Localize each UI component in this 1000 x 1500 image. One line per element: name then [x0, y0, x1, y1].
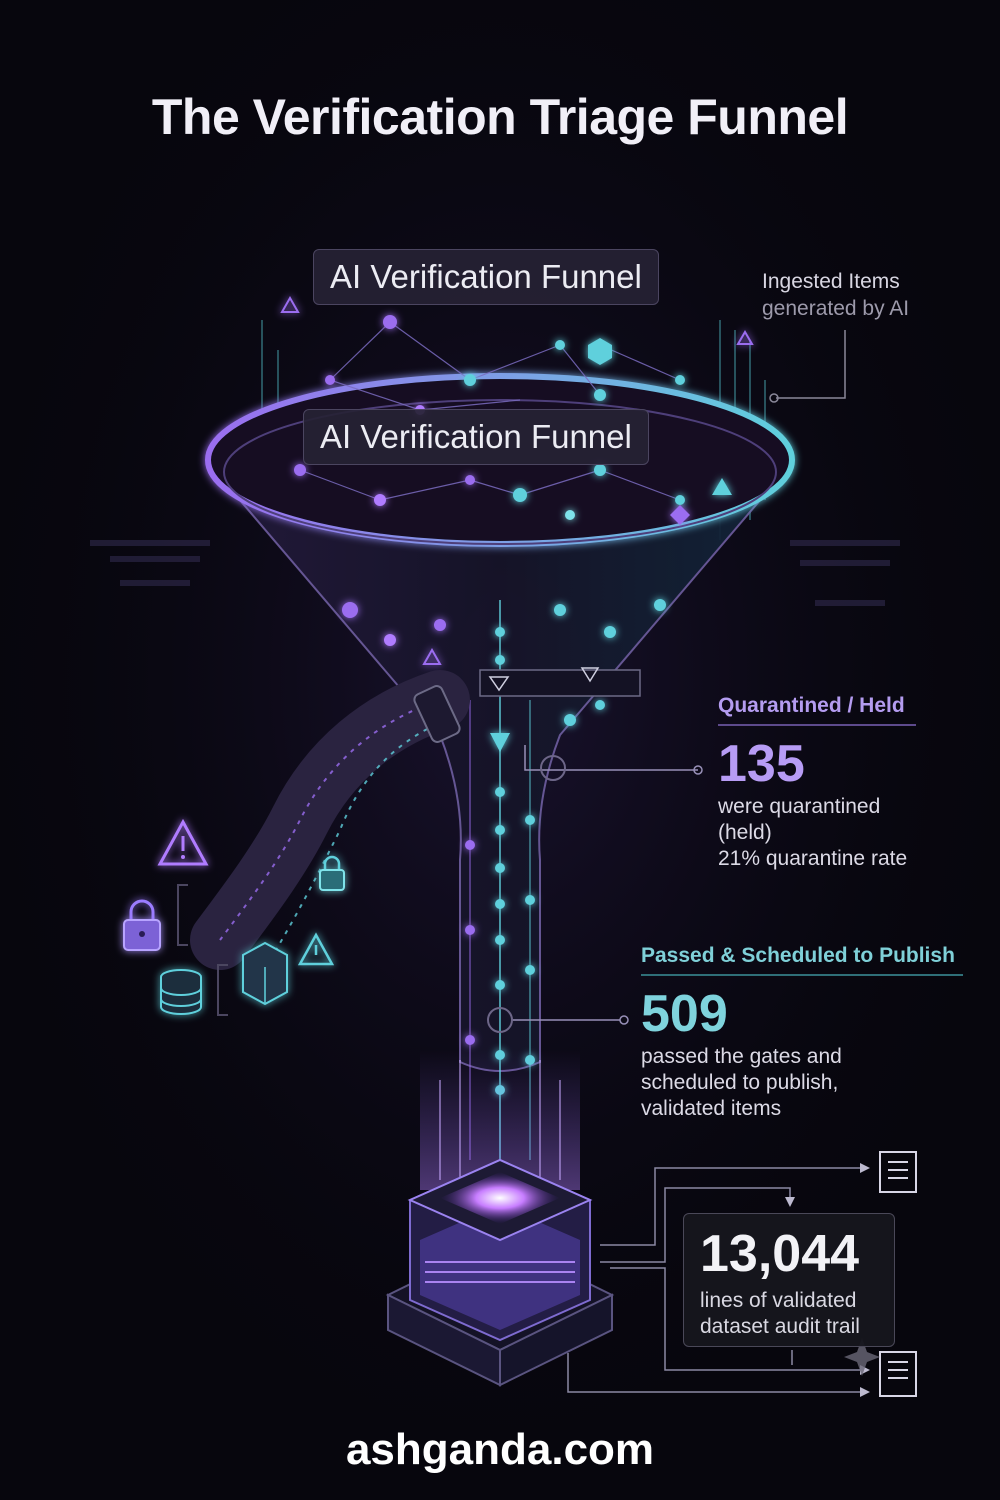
passed-desc-2: scheduled to publish, [641, 1071, 839, 1094]
ingested-items-label: Ingested Items generated by AI [762, 268, 909, 322]
audit-desc-1: lines of validated [700, 1289, 857, 1312]
warning-icon [157, 818, 209, 866]
quarantine-pipe [190, 670, 470, 970]
passed-heading: Passed & Scheduled to Publish [641, 944, 963, 976]
audit-desc: lines of validated dataset audit trail [700, 1288, 878, 1340]
verification-gate [479, 667, 641, 697]
small-warning-icon [297, 932, 335, 966]
quarantined-heading: Quarantined / Held [718, 694, 916, 726]
passed-connector [487, 1007, 629, 1033]
beam-lines [439, 1060, 561, 1180]
document-icon-bottom [879, 1351, 917, 1397]
validated-storage-core [385, 1158, 615, 1387]
quarantined-value: 135 [718, 735, 805, 793]
quarantined-desc-1: were quarantined (held) [718, 795, 881, 844]
passed-desc-3: validated items [641, 1097, 782, 1120]
passed-value: 509 [641, 985, 728, 1043]
audit-trail-card: 13,044 lines of validated dataset audit … [683, 1213, 895, 1347]
quarantined-connector [524, 745, 703, 781]
ingested-subtitle: generated by AI [762, 297, 910, 320]
server-icon [242, 941, 288, 1006]
funnel-label-top: AI Verification Funnel [313, 249, 659, 305]
funnel-inner-nodes [342, 599, 666, 726]
audit-desc-2: dataset audit trail [700, 1315, 860, 1338]
funnel-label-middle: AI Verification Funnel [303, 409, 649, 465]
ingested-connector [769, 330, 846, 403]
background-dots [90, 540, 900, 606]
passed-desc-1: passed the gates and [641, 1045, 842, 1068]
document-icon-top [879, 1151, 917, 1193]
sparkle-icon [844, 1338, 880, 1376]
page-title: The Verification Triage Funnel [151, 89, 849, 145]
passed-stat: Passed & Scheduled to Publish 509 passed… [641, 944, 963, 1122]
funnel-rim-inner [223, 399, 777, 545]
padlock-icon [123, 899, 161, 951]
audit-connectors [567, 1167, 860, 1393]
ingested-title: Ingested Items [762, 270, 900, 293]
small-padlock-icon [319, 855, 345, 891]
audit-value: 13,044 [700, 1225, 860, 1283]
quarantined-desc-2: 21% quarantine rate [718, 847, 908, 870]
quarantined-stat: Quarantined / Held 135 were quarantined … [718, 694, 916, 872]
database-icon [160, 969, 202, 1015]
site-footer[interactable]: ashganda.com [345, 1425, 655, 1474]
ai-item-network [299, 321, 681, 501]
bracket-connectors [177, 884, 228, 1016]
